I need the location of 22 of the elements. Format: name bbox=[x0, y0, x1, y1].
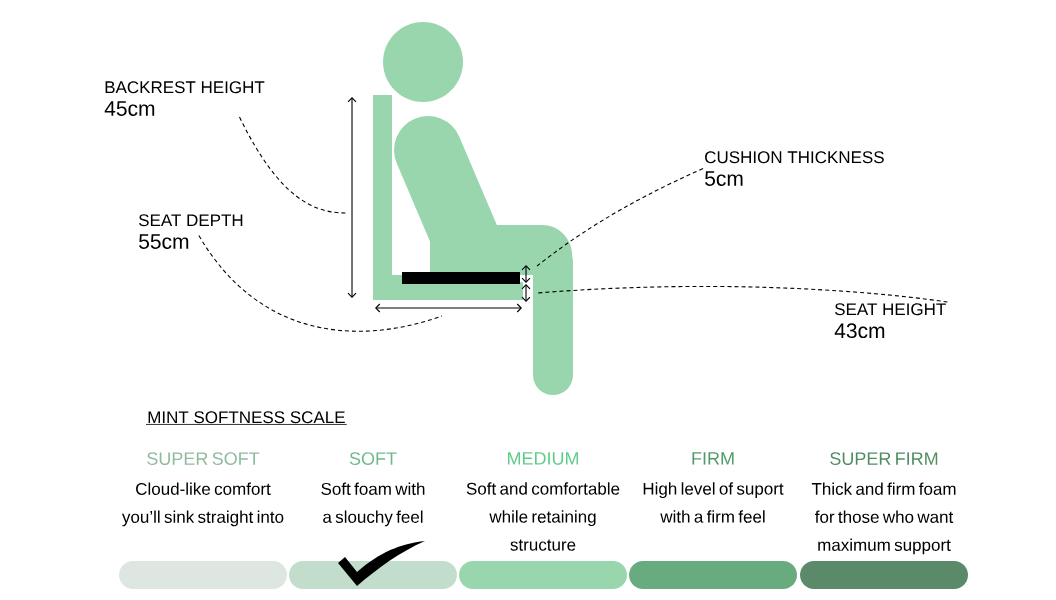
section-title: MINT SOFTNESS SCALE bbox=[145, 411, 348, 425]
softness-option: SUPER FIRM Thick and firm foam for those who want maximum support bbox=[800, 452, 968, 589]
leader-line bbox=[198, 235, 443, 332]
softness-option: SUPER SOFT Cloud-like comfort you’ll sink straight into bbox=[119, 452, 287, 589]
node-label: MEDIUM bbox=[507, 452, 579, 465]
leader-line bbox=[238, 116, 347, 214]
measurement-label: SEAT HEIGHT 43cm bbox=[834, 303, 946, 339]
measurement-label: SEAT DEPTH 55cm bbox=[138, 214, 243, 249]
node-label: Soft foam with a slouchy feel bbox=[321, 482, 425, 527]
node-label: Cloud-like comfort you’ll sink straight into bbox=[121, 482, 284, 527]
measurement-label: CUSHION THICKNESS 5cm bbox=[705, 151, 884, 186]
node-label: Soft and comfortable while retaining structure bbox=[466, 482, 620, 551]
node-label: Thick and firm foam for those who want maximum support bbox=[811, 482, 956, 555]
softness-option: FIRM High level of suport with a firm feel bbox=[629, 452, 797, 589]
leader-line bbox=[536, 168, 704, 267]
node-label: SOFT bbox=[349, 452, 397, 465]
node-label: SUPER SOFT bbox=[147, 452, 260, 465]
node-label: FIRM bbox=[692, 452, 734, 465]
node-label: SUPER FIRM bbox=[830, 452, 938, 465]
node-label: High level of suport with a firm feel bbox=[643, 482, 784, 523]
measurement-label: BACKREST HEIGHT 45cm bbox=[104, 81, 265, 116]
softness-option: MEDIUM Soft and comfortable while retaining structure bbox=[459, 452, 627, 589]
